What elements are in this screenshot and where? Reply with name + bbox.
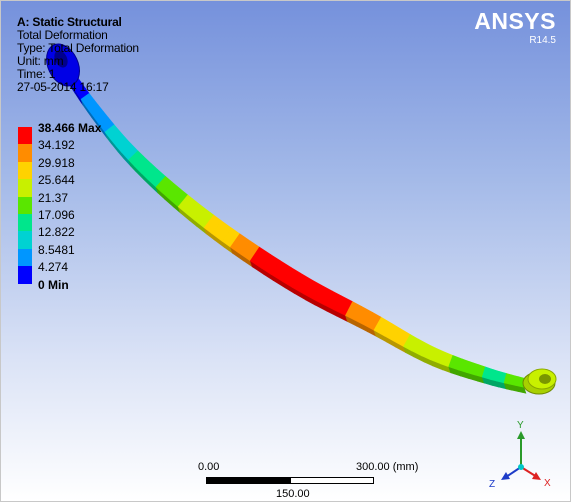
legend-color-swatch bbox=[18, 161, 32, 180]
legend-level-label: 17.096 bbox=[38, 207, 75, 222]
legend-color-swatch bbox=[18, 179, 32, 197]
legend-max-label: 38.466 Max bbox=[38, 121, 102, 135]
z-axis-arrowhead bbox=[501, 472, 510, 480]
y-axis-label: Y bbox=[517, 420, 524, 431]
x-axis-label: X bbox=[544, 478, 551, 489]
legend-min-label: 0 Min bbox=[38, 277, 69, 292]
result-date: 27-05-2014 16:17 bbox=[17, 80, 109, 94]
result-info-panel: A: Static Structural Total Deformation T… bbox=[17, 16, 139, 94]
x-axis-arrowhead bbox=[532, 472, 541, 480]
scale-bar-black-segment bbox=[206, 477, 290, 484]
scale-bar: 0.00 300.00 (mm) 150.00 bbox=[196, 461, 436, 501]
legend-color-swatch bbox=[18, 144, 32, 162]
coordinate-triad[interactable]: Y X Z bbox=[487, 419, 557, 491]
left-eye-hole bbox=[54, 50, 68, 68]
legend-level-label: 25.644 bbox=[38, 173, 75, 188]
result-type: Type: Total Deformation bbox=[17, 41, 139, 55]
legend-level-label: 8.5481 bbox=[38, 242, 75, 257]
legend-color-swatch bbox=[18, 248, 32, 267]
result-unit: Unit: mm bbox=[17, 54, 64, 68]
z-axis-arrow bbox=[505, 466, 522, 478]
legend-level-label: 4.274 bbox=[38, 260, 69, 275]
result-name: Total Deformation bbox=[17, 28, 108, 42]
scale-bar-white-segment bbox=[290, 477, 374, 484]
scale-mid-label: 150.00 bbox=[276, 488, 310, 500]
legend-color-swatch bbox=[18, 127, 32, 145]
right-eye-hole bbox=[539, 374, 551, 384]
legend-color-swatch bbox=[18, 196, 32, 214]
result-time: Time: 1 bbox=[17, 67, 56, 81]
brand-version: R14.5 bbox=[529, 35, 556, 46]
scale-left-label: 0.00 bbox=[198, 461, 220, 473]
brand-name: ANSYS bbox=[474, 8, 556, 34]
legend-level-label: 12.822 bbox=[38, 225, 75, 240]
triad-origin bbox=[518, 464, 524, 470]
z-axis-label: Z bbox=[489, 479, 495, 490]
legend-level-label: 21.37 bbox=[38, 190, 69, 205]
legend-color-swatch bbox=[18, 231, 32, 249]
legend-color-swatch bbox=[18, 213, 32, 232]
legend-level-label: 29.918 bbox=[38, 155, 75, 170]
legend-level-label: 34.192 bbox=[38, 138, 75, 153]
y-axis-arrowhead bbox=[517, 431, 525, 439]
legend-color-swatch bbox=[18, 266, 32, 284]
ansys-logo: ANSYS R14.5 bbox=[474, 9, 556, 47]
analysis-title: A: Static Structural bbox=[17, 15, 122, 29]
scale-right-label: 300.00 (mm) bbox=[356, 461, 419, 473]
